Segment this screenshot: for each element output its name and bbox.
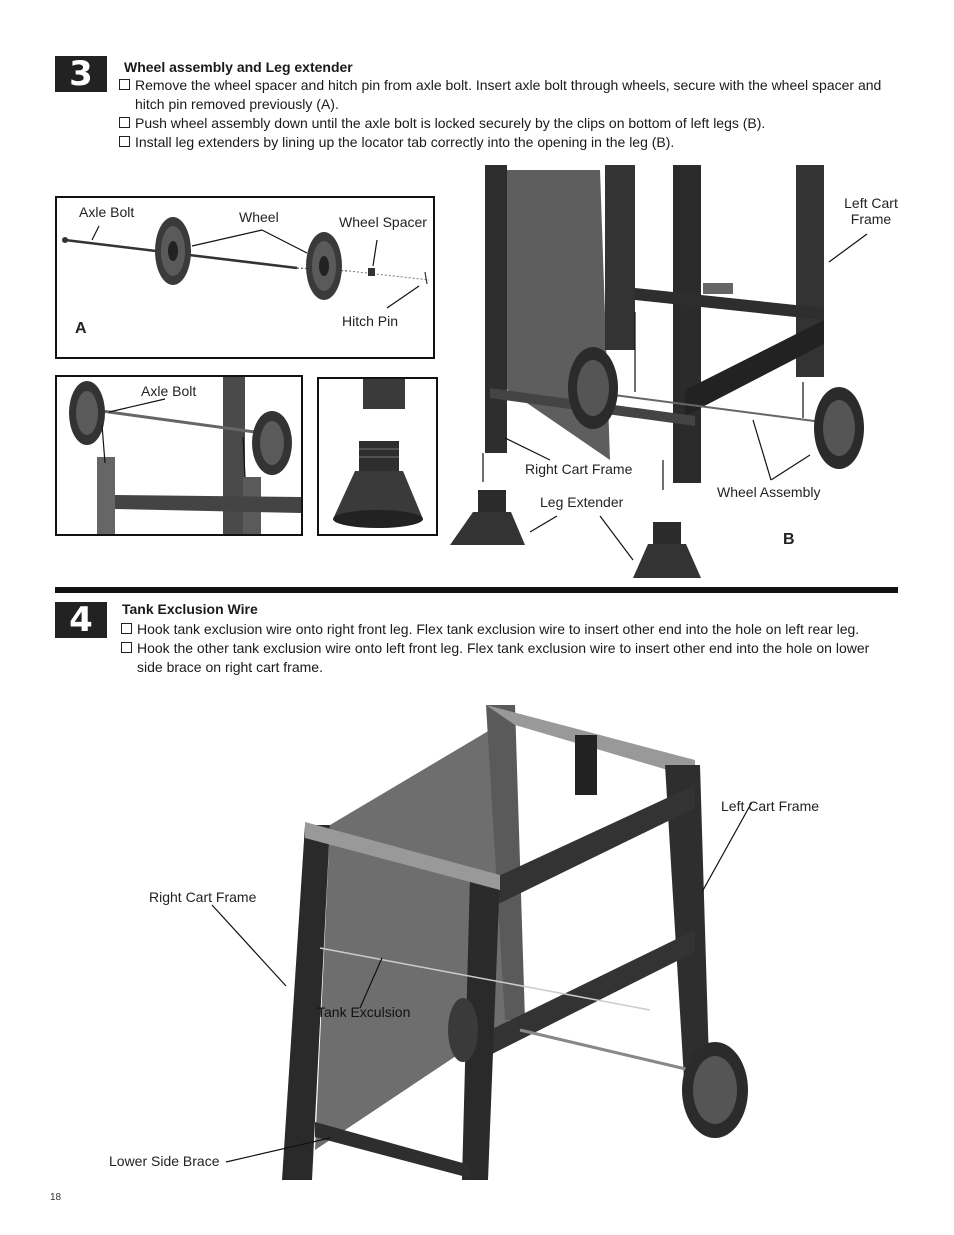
step4-left-cart-frame-label: Left Cart Frame	[721, 798, 820, 814]
wheel-spacer-label: Wheel Spacer	[339, 214, 427, 230]
step4-right-cart-frame-label: Right Cart Frame	[149, 889, 257, 905]
axle-legs-illustration	[69, 377, 301, 534]
step-3-instructions: Remove the wheel spacer and hitch pin fr…	[119, 76, 909, 152]
tank-exclusion-label: Tank Exculsion	[317, 1004, 411, 1020]
checkbox-icon	[119, 136, 130, 147]
checkbox-icon	[121, 623, 132, 634]
checkbox-icon	[119, 117, 130, 128]
figure-a-axle-wheel-diagram: Axle Bolt Wheel Wheel Spacer Hitch Pin A	[55, 196, 435, 359]
step-4-instructions: Hook tank exclusion wire onto right fron…	[121, 620, 911, 677]
checkbox-icon	[119, 79, 130, 90]
axle-wheel-illustration	[62, 217, 430, 309]
wheel-label: Wheel	[239, 209, 279, 225]
lower-side-brace-label: Lower Side Brace	[109, 1153, 220, 1169]
cart-wheels-illustration	[450, 165, 868, 578]
detail-axle-bolt-label: Axle Bolt	[141, 383, 197, 399]
step-4-badge: 4	[55, 602, 107, 638]
detail-axle-in-legs: Axle Bolt	[55, 375, 303, 536]
figure-b-cart-wheels: Left Cart Frame Right Cart Frame Leg Ext…	[445, 160, 900, 580]
step-3-title: Wheel assembly and Leg extender	[124, 59, 353, 75]
leg-extender-illustration	[333, 379, 423, 528]
wheel-assembly-label: Wheel Assembly	[717, 484, 821, 500]
step-4-title: Tank Exclusion Wire	[122, 601, 258, 617]
step-3-badge: 3	[55, 56, 107, 92]
step-4-instruction-1: Hook tank exclusion wire onto right fron…	[121, 620, 911, 639]
detail-leg-extender	[317, 377, 438, 536]
step-3-instruction-2: Push wheel assembly down until the axle …	[119, 114, 909, 133]
left-cart-frame-label-line2: Frame	[850, 211, 892, 227]
tank-exclusion-wire-illustration: Left Cart Frame Right Cart Frame Tank Ex…	[0, 690, 954, 1180]
step-3-instruction-3: Install leg extenders by lining up the l…	[119, 133, 909, 152]
left-cart-frame-label: Left Cart Frame	[833, 195, 909, 227]
left-cart-frame-label-line1: Left Cart	[844, 195, 898, 211]
checkbox-icon	[121, 642, 132, 653]
axle-bolt-label: Axle Bolt	[79, 204, 135, 220]
figure-a-letter: A	[75, 320, 87, 337]
section-divider	[55, 587, 898, 593]
figure-b-letter: B	[783, 531, 795, 548]
step-3-instruction-1: Remove the wheel spacer and hitch pin fr…	[119, 76, 909, 114]
right-cart-frame-label: Right Cart Frame	[525, 461, 633, 477]
step-4-instruction-2: Hook the other tank exclusion wire onto …	[121, 639, 911, 677]
page-number: 18	[50, 1192, 62, 1203]
hitch-pin-label: Hitch Pin	[342, 313, 399, 329]
leg-extender-label: Leg Extender	[540, 494, 624, 510]
cart-wire-drawing	[211, 705, 753, 1180]
